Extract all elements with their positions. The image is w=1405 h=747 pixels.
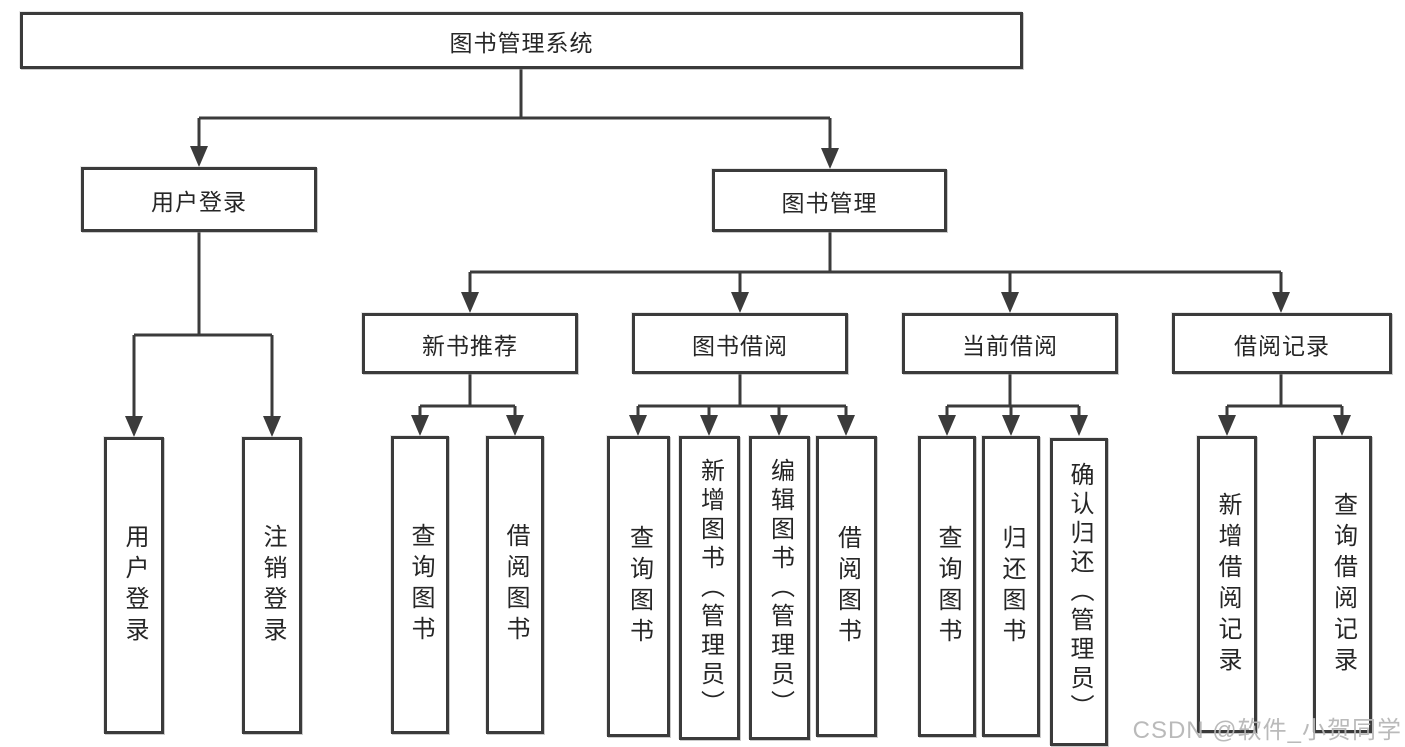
leaf-query-books-borrowing-label: 查询图书	[625, 524, 653, 649]
node-book-management-label: 图书管理	[781, 189, 878, 216]
node-current-borrowing-label: 当前借阅	[962, 332, 1058, 359]
node-book-management: 图书管理	[712, 169, 947, 232]
node-new-book-recommend: 新书推荐	[362, 313, 578, 374]
leaf-edit-book-admin-label: 编辑图书（管理员）	[766, 457, 794, 719]
leaf-return-books: 归还图书	[982, 436, 1040, 737]
node-current-borrowing: 当前借阅	[902, 313, 1118, 374]
leaf-query-borrow-record-label: 查询借阅记录	[1329, 491, 1357, 678]
leaf-confirm-return-admin-label: 确认归还（管理员）	[1066, 461, 1093, 723]
leaf-logout-label: 注销登录	[259, 523, 286, 648]
node-borrow-records: 借阅记录	[1172, 313, 1392, 374]
leaf-add-borrow-record: 新增借阅记录	[1197, 436, 1257, 733]
leaf-borrow-books-borrowing-label: 借阅图书	[833, 524, 861, 649]
csdn-watermark: CSDN @软件_小贺同学	[1132, 717, 1402, 744]
node-new-book-recommend-label: 新书推荐	[422, 332, 518, 359]
node-user-login: 用户登录	[81, 167, 317, 232]
leaf-add-book-admin: 新增图书（管理员）	[679, 436, 740, 740]
leaf-add-book-admin-label: 新增图书（管理员）	[696, 457, 724, 719]
node-borrow-records-label: 借阅记录	[1234, 332, 1330, 359]
leaf-return-books-label: 归还图书	[998, 524, 1025, 649]
leaf-query-books-recommend: 查询图书	[391, 436, 449, 734]
leaf-query-books-borrowing: 查询图书	[607, 436, 670, 737]
node-book-borrowing: 图书借阅	[632, 313, 848, 374]
leaf-borrow-books-recommend-label: 借阅图书	[502, 523, 529, 647]
node-book-borrowing-label: 图书借阅	[692, 332, 788, 359]
leaf-borrow-books-borrowing: 借阅图书	[816, 436, 877, 737]
node-root-label: 图书管理系统	[449, 29, 594, 56]
leaf-confirm-return-admin: 确认归还（管理员）	[1050, 438, 1108, 746]
leaf-borrow-books-recommend: 借阅图书	[486, 436, 544, 734]
leaf-add-borrow-record-label: 新增借阅记录	[1214, 491, 1241, 678]
leaf-user-login-label: 用户登录	[121, 523, 148, 648]
leaf-query-books-current-label: 查询图书	[934, 524, 961, 649]
node-user-login-label: 用户登录	[151, 188, 247, 215]
leaf-query-books-current: 查询图书	[918, 436, 976, 737]
leaf-edit-book-admin: 编辑图书（管理员）	[749, 436, 810, 740]
leaf-logout: 注销登录	[242, 437, 302, 734]
leaf-query-borrow-record: 查询借阅记录	[1313, 436, 1372, 733]
node-root: 图书管理系统	[20, 12, 1023, 69]
connector-paths	[132, 69, 1344, 418]
leaf-query-books-recommend-label: 查询图书	[407, 523, 434, 647]
leaf-user-login: 用户登录	[104, 437, 164, 734]
